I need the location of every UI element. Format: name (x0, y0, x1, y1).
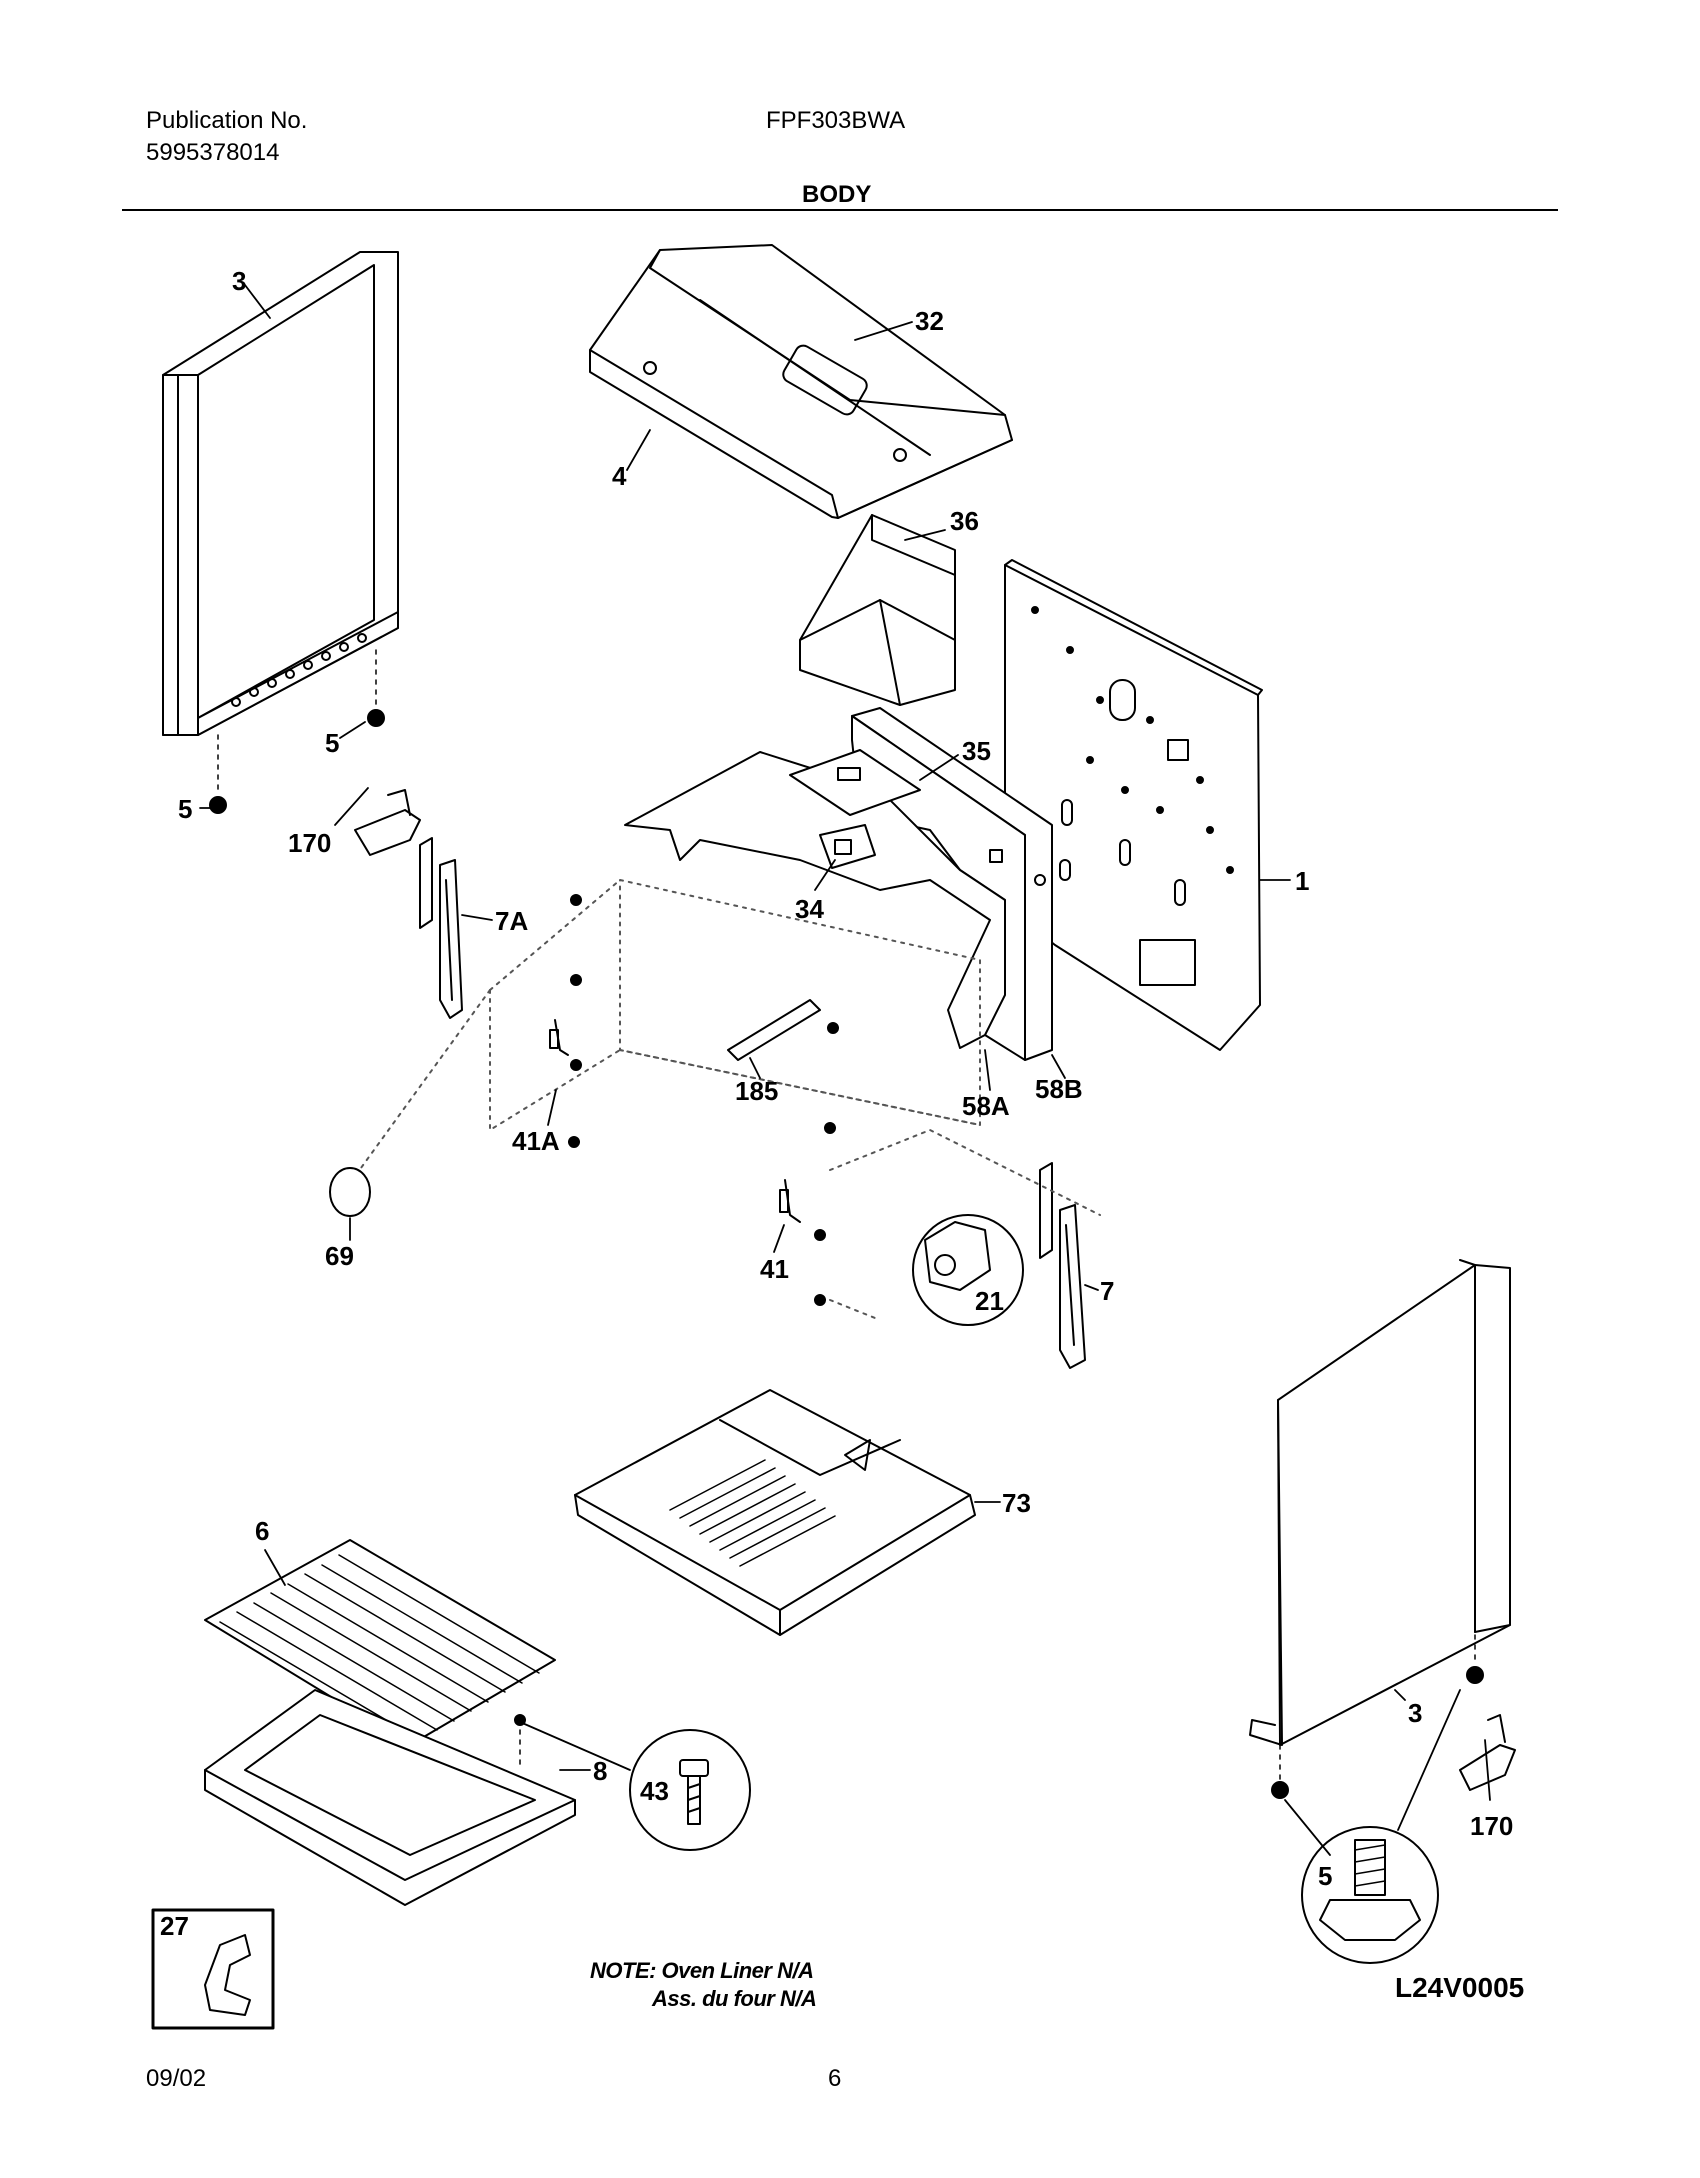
diagram-code: L24V0005 (1395, 1972, 1525, 2003)
callout-73: 73 (1002, 1488, 1031, 1518)
hinge-7a (419, 837, 463, 1019)
callout-170-left: 170 (288, 828, 331, 858)
back-panel (1004, 559, 1263, 1051)
oven-rack-6 (204, 1539, 556, 1746)
left-side-panel (162, 251, 399, 736)
callout-170-right: 170 (1470, 1811, 1513, 1841)
callout-58b: 58B (1035, 1074, 1083, 1104)
latch-34 (819, 824, 876, 869)
drop-lines (217, 649, 1476, 1781)
callout-41: 41 (760, 1254, 789, 1284)
callout-36: 36 (950, 506, 979, 536)
publication-number: 5995378014 (146, 139, 280, 166)
callout-4: 4 (612, 461, 627, 491)
screws (209, 709, 1484, 1799)
right-side-panel (1249, 1259, 1511, 1746)
callout-35: 35 (962, 736, 991, 766)
lower-cavity-outline (344, 989, 1101, 1321)
clip-41 (779, 1179, 801, 1223)
detail-circle-21 (912, 1214, 1024, 1326)
bracket-35 (789, 749, 921, 816)
note-line-2: Ass. du four N/A (652, 1986, 817, 2011)
callout-58a: 58A (962, 1091, 1010, 1121)
broiler-tray-8 (204, 1689, 576, 1906)
callout-41a: 41A (512, 1126, 560, 1156)
detail-circle-5 (1301, 1826, 1439, 1964)
header-rule (122, 209, 1558, 211)
clip-41a (549, 1019, 569, 1056)
oven-cavity-outline (489, 879, 981, 1131)
callout-5-lower: 5 (178, 794, 192, 824)
footer-date: 09/02 (146, 2065, 207, 2092)
callout-185: 185 (735, 1076, 778, 1106)
inset-box-27 (151, 1908, 275, 2030)
callout-5-detail: 5 (1318, 1861, 1332, 1891)
element-bracket-185 (727, 999, 821, 1061)
callout-6: 6 (255, 1516, 269, 1546)
note-line-1: NOTE: Oven Liner N/A (590, 1958, 814, 1983)
leader-lines (199, 284, 1491, 1856)
section-title: BODY (802, 181, 872, 208)
callout-32: 32 (915, 306, 944, 336)
top-frame (589, 244, 1013, 519)
callout-34: 34 (795, 894, 824, 924)
callout-21: 21 (975, 1286, 1004, 1316)
callout-27: 27 (160, 1911, 189, 1941)
vent-duct (799, 514, 956, 706)
callout-7a: 7A (495, 906, 528, 936)
callout-7: 7 (1100, 1276, 1114, 1306)
callout-5-upper: 5 (325, 728, 339, 758)
callout-69: 69 (325, 1241, 354, 1271)
page-number: 6 (828, 2065, 842, 2092)
hinge-receiver-170-left (354, 789, 421, 856)
callout-1: 1 (1295, 866, 1309, 896)
callout-43: 43 (640, 1776, 669, 1806)
model-number: FPF303BWA (766, 107, 906, 134)
oven-bottom-73 (574, 1389, 976, 1636)
callout-8: 8 (593, 1756, 607, 1786)
gasket-69 (329, 1167, 371, 1217)
detail-circle-43 (629, 1729, 751, 1851)
callout-3-top: 3 (232, 266, 246, 296)
publication-label: Publication No. (146, 107, 308, 134)
callout-3-bottom: 3 (1408, 1698, 1422, 1728)
hinge-7 (1039, 1162, 1086, 1369)
